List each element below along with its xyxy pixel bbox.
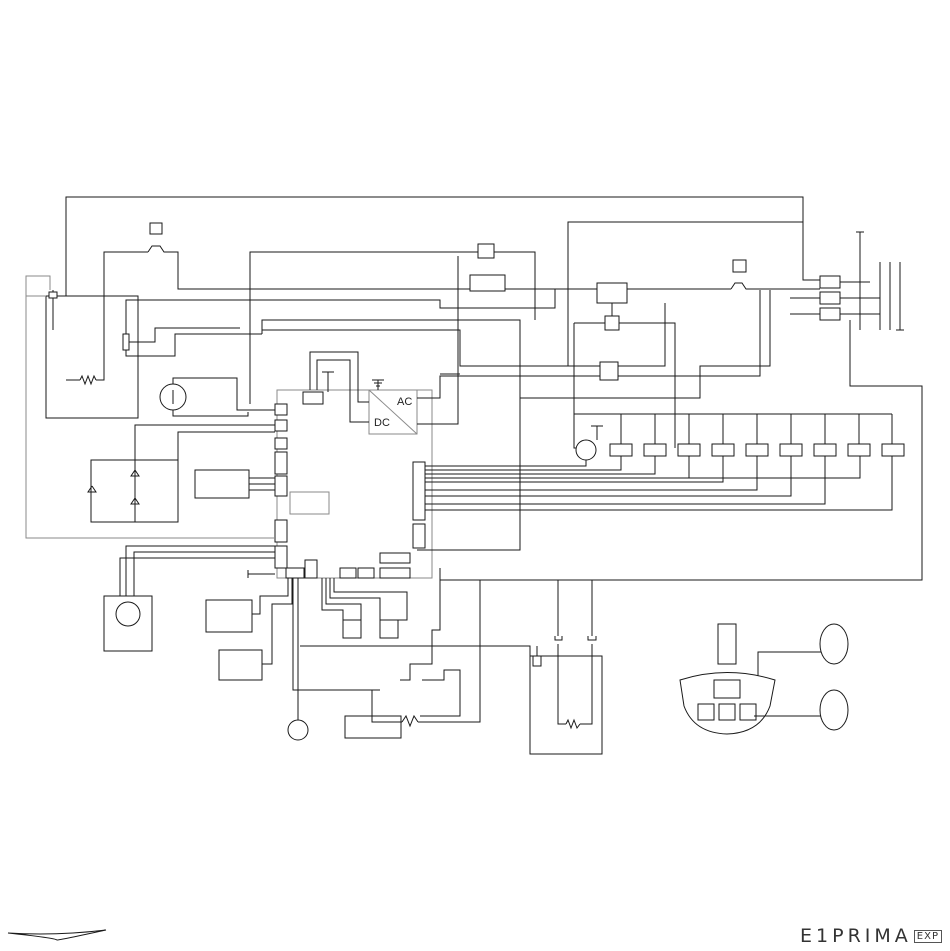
relay-block — [520, 260, 820, 448]
ac-label: AC — [397, 396, 412, 408]
steam-boiler — [530, 580, 602, 754]
top-left-logo — [8, 930, 106, 940]
brand-suffix: EXP — [914, 930, 942, 943]
control-panel — [680, 624, 848, 734]
solenoid-valves-row — [425, 414, 904, 510]
pump-motor-left — [160, 378, 275, 416]
lower-middle-sensors — [300, 568, 530, 738]
terminal-block — [440, 232, 922, 580]
dc-label: DC — [374, 417, 390, 429]
cpu-block — [195, 470, 276, 498]
brand-name: E1PRIMA — [800, 925, 912, 947]
left-boiler — [26, 223, 262, 418]
